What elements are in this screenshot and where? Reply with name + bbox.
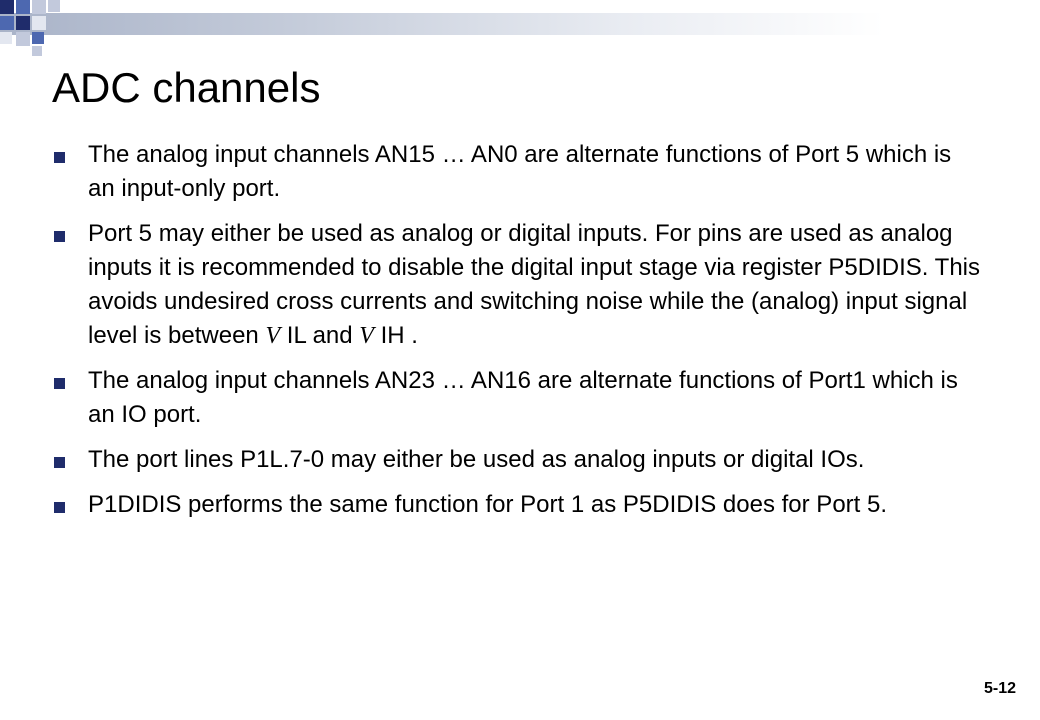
square-bullet-icon <box>54 152 65 163</box>
decor-square <box>16 32 30 46</box>
bullet-item: P1DIDIS performs the same function for P… <box>50 488 980 522</box>
decor-square <box>0 16 14 30</box>
decor-square <box>16 0 30 14</box>
square-bullet-icon <box>54 378 65 389</box>
bullet-item: The analog input channels AN15 … AN0 are… <box>50 138 980 206</box>
decor-square <box>48 0 60 12</box>
decor-square <box>32 32 44 44</box>
bullet-list: The analog input channels AN15 … AN0 are… <box>50 138 980 533</box>
bullet-text: Port 5 may either be used as analog or d… <box>88 220 981 349</box>
bullet-item: The port lines P1L.7-0 may either be use… <box>50 443 980 477</box>
variable-v: V <box>265 323 281 349</box>
header-gradient-bar <box>0 13 1040 35</box>
header-decoration <box>0 0 1040 60</box>
slide-number: 5-12 <box>983 680 1016 697</box>
bullet-text: IH . <box>373 322 418 349</box>
variable-v: V <box>359 323 374 349</box>
square-bullet-icon <box>54 502 65 513</box>
bullet-item: Port 5 may either be used as analog or d… <box>50 217 980 353</box>
bullet-text: The analog input channels AN23 … AN16 ar… <box>88 367 958 428</box>
square-bullet-icon <box>54 231 65 242</box>
square-bullet-icon <box>54 457 65 468</box>
decor-square <box>0 32 12 44</box>
decor-square <box>16 16 30 30</box>
decor-square <box>32 0 46 14</box>
decor-square <box>32 16 46 30</box>
decor-square <box>0 0 14 14</box>
bullet-text: The analog input channels AN15 … AN0 are… <box>88 141 952 202</box>
bullet-text: The port lines P1L.7-0 may either be use… <box>88 446 865 473</box>
decor-square <box>32 46 42 56</box>
slide-title: ADC channels <box>52 64 321 111</box>
bullet-item: The analog input channels AN23 … AN16 ar… <box>50 364 980 432</box>
bullet-text: IL and <box>280 322 360 349</box>
bullet-text: P1DIDIS performs the same function for P… <box>88 491 888 518</box>
